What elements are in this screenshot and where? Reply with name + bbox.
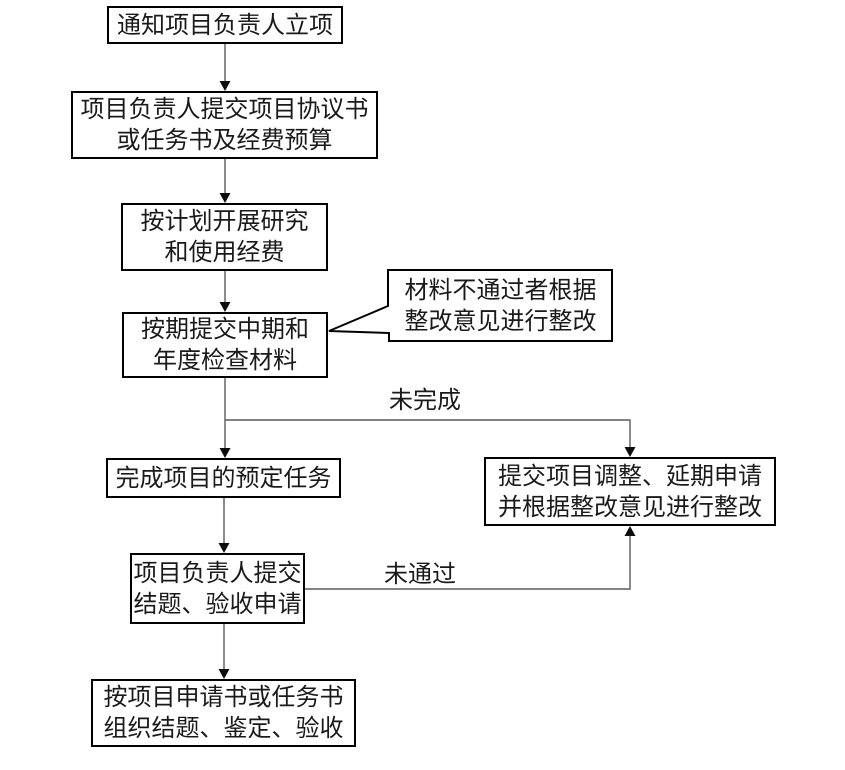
callout-text-line: 材料不通过者根据 xyxy=(404,277,597,304)
step-text-line: 年度检查材料 xyxy=(153,347,297,374)
step-text-line: 组织结题、鉴定、验收 xyxy=(103,715,344,742)
arrowhead-into-adjustment-top xyxy=(624,447,636,457)
step-submit-agreement: 项目负责人提交项目协议书 或任务书及经费预算 xyxy=(71,91,378,159)
edge-label-not-passed: 未通过 xyxy=(384,561,456,588)
connector-not-completed-branch xyxy=(225,419,631,449)
arrowhead-into-agreement xyxy=(219,81,231,91)
step-text-line: 项目负责人提交 xyxy=(133,559,302,587)
step-text-line: 按项目申请书或任务书 xyxy=(103,684,344,711)
step-text-line: 并根据整改意见进行整改 xyxy=(498,493,762,521)
step-submit-inspection-materials: 按期提交中期和 年度检查材料 xyxy=(122,312,328,378)
callout-text-line: 整改意见进行整改 xyxy=(404,308,597,335)
step-organize-acceptance: 按项目申请书或任务书 组织结题、鉴定、验收 xyxy=(91,679,356,747)
step-text-line: 项目负责人提交项目协议书 xyxy=(80,96,369,123)
arrowhead-into-organize xyxy=(218,669,230,679)
step-text-line: 和使用经费 xyxy=(164,239,285,266)
step-submit-acceptance-application: 项目负责人提交 结题、验收申请 xyxy=(130,553,305,624)
callout-bubble-shape xyxy=(328,269,613,342)
step-conduct-research: 按计划开展研究 和使用经费 xyxy=(121,203,328,271)
arrowhead-into-inspection xyxy=(219,302,231,312)
arrowhead-into-acceptapply xyxy=(218,543,230,553)
arrowhead-into-adjustment-bottom xyxy=(624,526,636,536)
step-text-line: 按期提交中期和 xyxy=(141,316,309,343)
step-text-line: 完成项目的预定任务 xyxy=(115,464,332,492)
step-text-line: 通知项目负责人立项 xyxy=(117,11,333,39)
step-text-line: 按计划开展研究 xyxy=(140,208,309,235)
step-complete-planned-tasks: 完成项目的预定任务 xyxy=(106,458,341,498)
arrowhead-into-complete xyxy=(219,448,231,458)
step-text-line: 结题、验收申请 xyxy=(133,590,302,618)
step-text-line: 提交项目调整、延期申请 xyxy=(498,462,762,490)
arrowheads xyxy=(218,81,636,679)
callout-rectification-note: 材料不通过者根据 整改意见进行整改 xyxy=(390,271,611,341)
step-adjustment-extension-application: 提交项目调整、延期申请 并根据整改意见进行整改 xyxy=(484,457,776,526)
connector-not-passed-branch xyxy=(305,535,631,590)
edge-label-not-completed: 未完成 xyxy=(389,387,461,414)
step-notify-initiation: 通知项目负责人立项 xyxy=(107,6,343,44)
step-text-line: 或任务书及经费预算 xyxy=(116,127,333,154)
arrowhead-into-research xyxy=(219,193,231,203)
connectors xyxy=(223,44,631,671)
